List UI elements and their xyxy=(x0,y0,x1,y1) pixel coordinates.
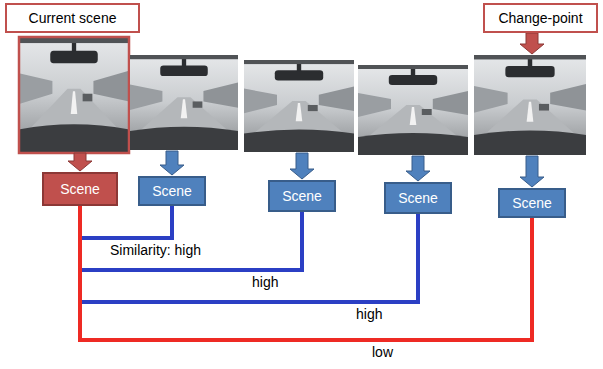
dashcam-frame xyxy=(244,60,354,152)
block-arrow xyxy=(68,153,92,171)
box-text: Scene xyxy=(60,181,100,198)
box-text: Scene xyxy=(398,190,438,207)
box-text: Scene xyxy=(152,183,192,200)
block-arrow xyxy=(290,153,314,179)
box-text: Scene xyxy=(282,188,322,205)
scene-box: Scene xyxy=(384,182,452,214)
scene-box: Scene xyxy=(138,176,206,206)
dashcam-frame xyxy=(130,55,238,150)
similarity-label: high xyxy=(250,274,280,291)
box-text: Current scene xyxy=(29,10,117,27)
similarity-line xyxy=(80,206,418,302)
similarity-label: high xyxy=(354,306,384,323)
box-text: Scene xyxy=(512,195,552,212)
scene-box: Scene xyxy=(268,180,336,212)
scene-box: Scene xyxy=(42,172,118,206)
similarity-line xyxy=(80,206,532,340)
callout-box: Current scene xyxy=(5,3,140,33)
similarity-label: Similarity: high xyxy=(108,242,203,259)
block-arrow xyxy=(406,156,430,181)
block-arrow xyxy=(520,33,544,54)
callout-box: Change-point xyxy=(483,3,598,33)
dashcam-frame xyxy=(474,55,586,155)
box-text: Change-point xyxy=(498,10,582,27)
dashcam-frame xyxy=(20,38,128,152)
similarity-line xyxy=(80,206,172,238)
block-arrow xyxy=(160,151,184,175)
current-frame-outline xyxy=(19,37,129,153)
similarity-line xyxy=(80,206,302,270)
block-arrow xyxy=(520,156,544,187)
dashcam-frame xyxy=(358,65,468,155)
similarity-label: low xyxy=(370,344,395,361)
scene-box: Scene xyxy=(498,188,566,218)
